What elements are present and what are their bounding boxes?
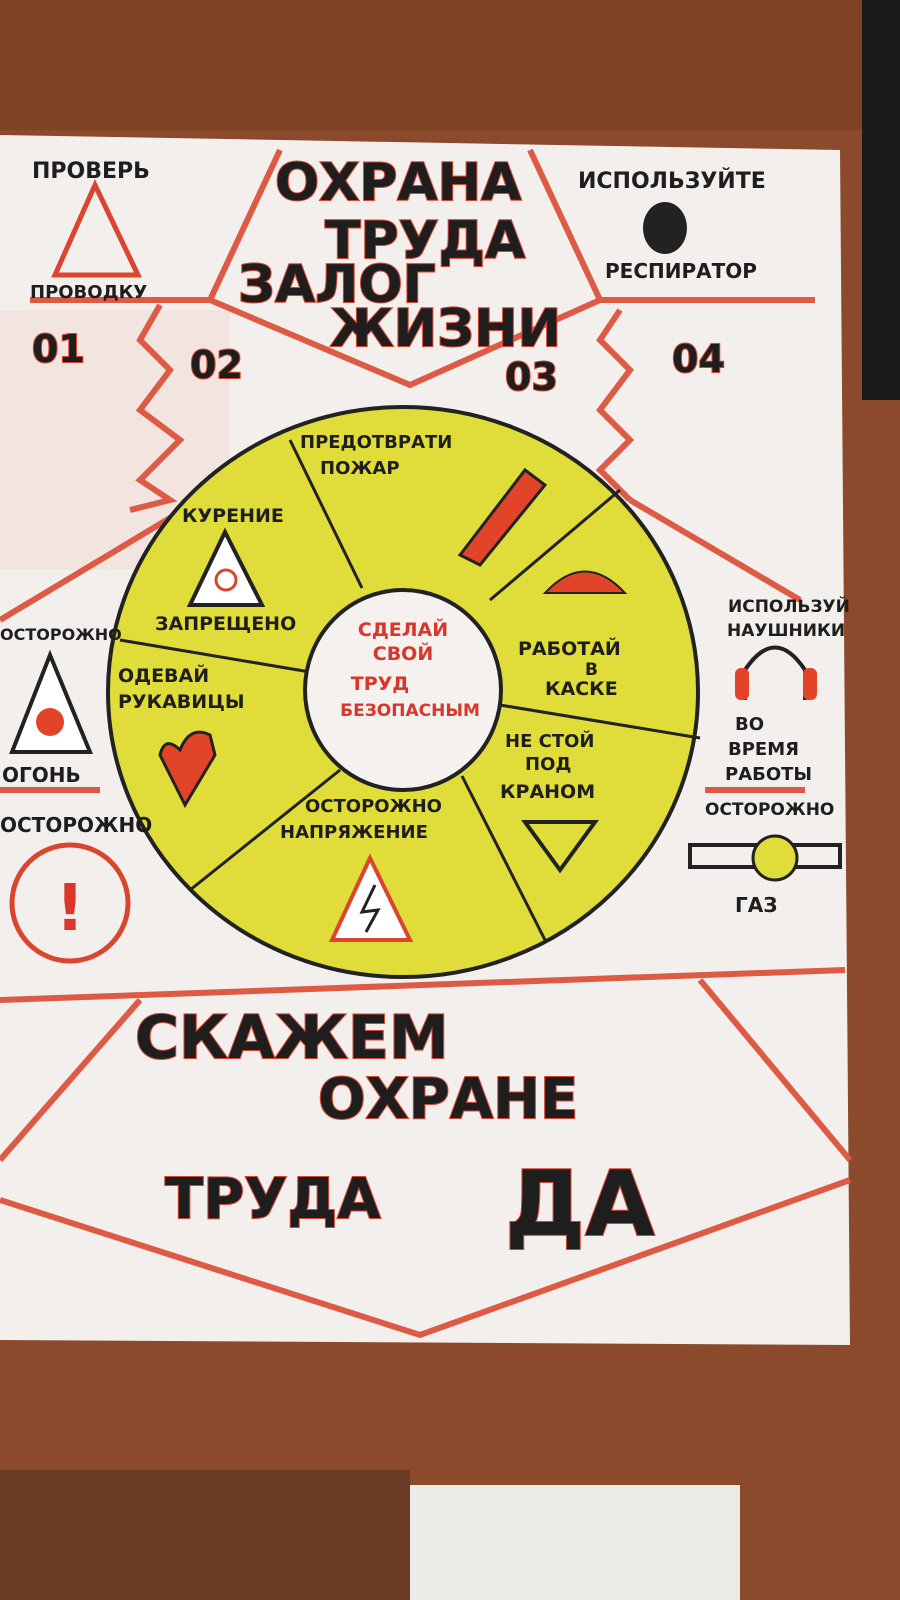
title-line-4: ЖИЗНИ	[330, 299, 561, 359]
flame	[36, 708, 64, 736]
smoking-segment-line-2: ЗАПРЕЩЕНО	[155, 613, 296, 635]
ear-cup-left	[735, 668, 749, 700]
headphones-line-1: ИСПОЛЬЗУЙ	[728, 595, 850, 617]
wiring-warning-icon	[51, 179, 142, 278]
helmet-segment-line-2: В	[585, 660, 598, 680]
number-02: 02	[190, 343, 243, 387]
helmet-segment-line-1: РАБОТАЙ	[518, 637, 621, 660]
fire-extinguisher-icon	[457, 467, 548, 567]
number-03: 03	[505, 355, 558, 399]
wiring-label: ПРОВОДКУ	[30, 282, 147, 303]
headphones-line-4: ВРЕМЯ	[728, 739, 799, 760]
use-label: ИСПОЛЬЗУЙТЕ	[578, 168, 766, 194]
center-line-2: СВОЙ	[373, 642, 433, 665]
wheel-center	[303, 588, 503, 792]
high-voltage-icon	[328, 853, 414, 942]
bottom-line-3: ТРУДА	[165, 1167, 381, 1232]
fire-warning-icon	[9, 649, 93, 754]
crane-segment-line-2: ПОД	[525, 754, 571, 775]
center-line-4: БЕЗОПАСНЫМ	[340, 701, 480, 721]
white-object	[410, 1485, 740, 1600]
crane-segment-line-3: КРАНОМ	[500, 781, 595, 803]
caution-fire-label: ОСТОРОЖНО	[0, 625, 122, 644]
title-line-2: ТРУДА	[325, 211, 525, 271]
headphones-line-2: НАУШНИКИ	[727, 621, 845, 641]
crane-segment-line-1: НЕ СТОЙ	[505, 730, 594, 752]
bottom-line-2: ОХРАНЕ	[318, 1067, 578, 1132]
gloves-segment-line-2: РУКАВИЦЫ	[118, 691, 245, 713]
hard-hat-icon	[542, 570, 628, 594]
voltage-segment-line-1: ОСТОРОЖНО	[305, 796, 442, 817]
wood-top	[0, 0, 900, 130]
lightning-bolt	[359, 884, 381, 933]
wood-bottom	[0, 1470, 410, 1600]
respirator-label: РЕСПИРАТОР	[605, 259, 757, 283]
wheel-dividers	[119, 439, 701, 941]
voltage-segment-line-2: НАПРЯЖЕНИЕ	[280, 822, 428, 843]
gloves-segment-line-1: ОДЕВАЙ	[118, 664, 209, 687]
center-line-1: СДЕЛАЙ	[358, 618, 448, 641]
crane-hook-icon	[521, 820, 599, 874]
bottom-line-1: СКАЖЕМ	[135, 1003, 449, 1073]
center-line-3: ТРУД	[351, 673, 409, 695]
headphones-line-3: ВО	[735, 714, 764, 735]
respirator-icon	[643, 202, 687, 254]
exclamation-warning-icon	[9, 842, 131, 964]
check-label: ПРОВЕРЬ	[32, 159, 150, 184]
dark-object	[862, 0, 900, 400]
headphones-line-5: РАБОТЫ	[725, 764, 812, 785]
number-04: 04	[672, 337, 725, 381]
helmet-segment-line-3: КАСКЕ	[545, 678, 618, 700]
fire-segment-line-2: ПОЖАР	[320, 458, 400, 479]
no-smoking-circle	[214, 568, 238, 592]
title-line-1: ОХРАНА	[275, 153, 521, 213]
fire-label: ОГОНЬ	[2, 763, 81, 787]
number-01: 01	[32, 327, 85, 371]
smoking-segment-line-1: КУРЕНИЕ	[182, 505, 284, 527]
exclamation-mark: !	[55, 872, 84, 946]
gas-label: ГАЗ	[735, 893, 777, 917]
ear-cup-right	[803, 668, 817, 700]
title-line-3: ЗАЛОГ	[238, 255, 436, 315]
headphones-icon	[743, 645, 807, 700]
mitten-icon	[158, 730, 217, 809]
caution-label: ОСТОРОЖНО	[0, 813, 152, 837]
bottom-line-4: ДА	[505, 1152, 655, 1257]
caution-gas-label: ОСТОРОЖНО	[705, 800, 834, 820]
fire-segment-line-1: ПРЕДОТВРАТИ	[300, 432, 452, 453]
gas-valve	[751, 834, 799, 882]
